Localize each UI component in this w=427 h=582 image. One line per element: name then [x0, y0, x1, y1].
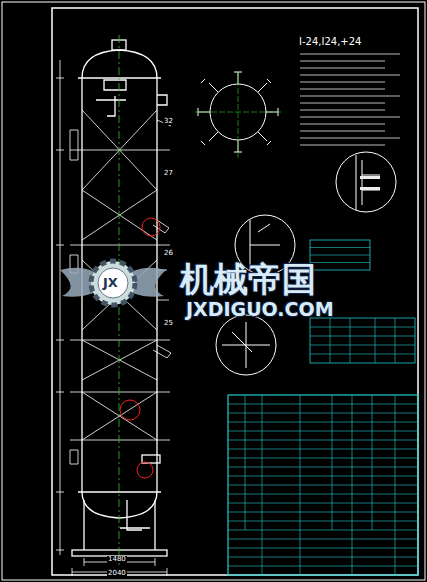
grid-line — [395, 318, 396, 363]
grid-line — [228, 422, 418, 423]
grid-line — [228, 485, 418, 486]
grid-line — [300, 96, 400, 97]
grid-line — [300, 103, 385, 104]
grid-line — [228, 404, 418, 405]
grid-line — [310, 262, 370, 263]
grid-line — [300, 117, 400, 118]
grid-line — [300, 124, 385, 125]
watermark-url: JXDIGUO.COM — [186, 300, 334, 319]
dimension: 1480 — [107, 556, 127, 563]
grid-line — [300, 89, 385, 90]
grid-line — [300, 145, 385, 146]
grid-line — [228, 467, 418, 468]
grid-line — [228, 431, 418, 432]
grid-line — [300, 54, 400, 55]
grid-line — [228, 566, 418, 567]
dimension: 2040 — [107, 570, 127, 577]
grid-line — [228, 539, 418, 540]
grid-line — [228, 503, 418, 504]
grid-line — [352, 530, 353, 575]
grid-line — [300, 61, 385, 62]
grid-line — [300, 110, 385, 111]
callout-number: 25 — [163, 320, 174, 327]
grid-line — [350, 318, 351, 363]
grid-line — [228, 557, 418, 558]
grid-line — [300, 68, 385, 69]
grid-line — [372, 395, 373, 530]
callout-number: 27 — [163, 170, 174, 177]
grid-line — [330, 318, 331, 363]
grid-line — [228, 530, 418, 531]
grid-line — [228, 521, 418, 522]
grid-line — [228, 548, 418, 549]
grid-line — [228, 458, 418, 459]
view-label: I-24,I24,+24 — [298, 37, 362, 47]
grid-line — [310, 336, 415, 337]
grid-line — [228, 512, 418, 513]
callout-number: 32 — [163, 118, 174, 125]
grid-line — [310, 327, 415, 328]
grid-line — [228, 440, 418, 441]
grid-line — [228, 476, 418, 477]
grid-line — [262, 395, 263, 530]
grid-line — [300, 131, 385, 132]
grid-line — [228, 494, 418, 495]
grid-line — [352, 395, 353, 530]
callout-number: 26 — [163, 250, 174, 257]
watermark-title: 机械帝国 — [180, 262, 316, 296]
grid-line — [395, 395, 396, 530]
grid-line — [262, 530, 263, 575]
grid-line — [228, 413, 418, 414]
grid-line — [300, 395, 301, 530]
grid-line — [310, 255, 370, 256]
grid-line — [300, 530, 301, 575]
grid-line — [300, 138, 400, 139]
grid-line — [332, 395, 333, 530]
grid-line — [300, 75, 400, 76]
grid-line — [310, 354, 415, 355]
grid-line — [375, 318, 376, 363]
grid-line — [300, 82, 385, 83]
grid-line — [310, 345, 415, 346]
grid-line — [310, 247, 370, 248]
grid-line — [228, 449, 418, 450]
logo-mark: JX — [103, 276, 118, 289]
grid-line — [395, 530, 396, 575]
grid-line — [245, 395, 246, 530]
